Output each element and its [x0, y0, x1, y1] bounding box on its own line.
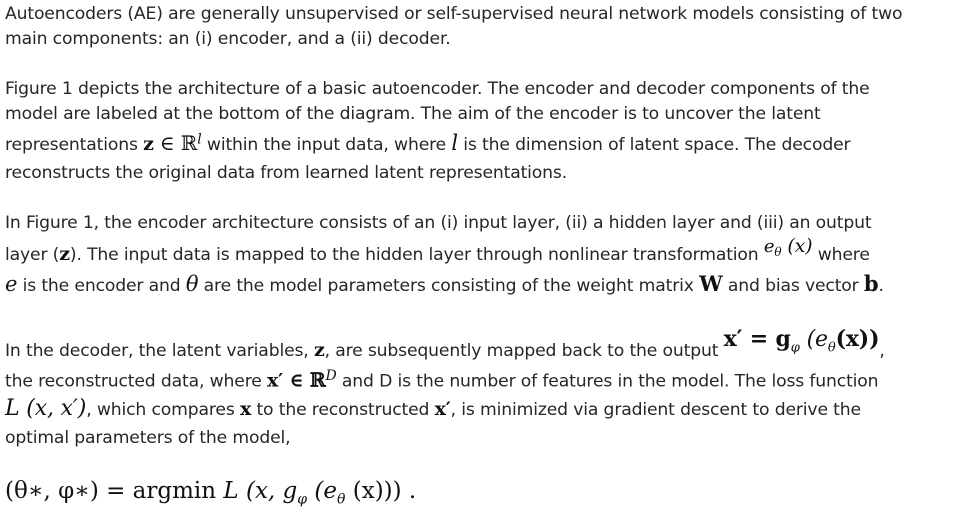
text-line: model are labeled at the bottom of the d… [5, 104, 821, 124]
math-e: e [5, 272, 18, 296]
math-x: x [239, 398, 252, 420]
math-b: b [863, 271, 879, 296]
math-z: z [313, 339, 325, 361]
text-line: Figure 1 depicts the architecture of a b… [5, 79, 870, 99]
text-line: optimal parameters of the model, [5, 428, 291, 448]
paragraph-decoder: In the decoder, the latent variables, z,… [5, 320, 945, 455]
math-in-reals: ∈ ℝ [153, 131, 198, 155]
paragraph-intro: Autoencoders (AE) are generally unsuperv… [5, 4, 945, 54]
text-line: the reconstructed data, where x′ ∈ ℝD an… [5, 368, 879, 392]
math-z: z [143, 133, 154, 155]
math-z: z [59, 243, 70, 265]
paragraph-encoder: In Figure 1, the encoder architecture co… [5, 213, 945, 303]
math-loss: L (x, x′) [5, 396, 87, 421]
equation-argmin: (θ∗, φ∗) = argmin L (x, gφ (eθ (x))) . [5, 478, 417, 508]
text-line: layer (z). The input data is mapped to t… [5, 235, 870, 265]
text-line: reconstructs the original data from lear… [5, 163, 568, 183]
text-line: In the decoder, the latent variables, z,… [5, 326, 885, 361]
math-sup-D: D [325, 368, 337, 384]
text-line: In Figure 1, the encoder architecture co… [5, 213, 872, 233]
equation-rhs: L (x, g [223, 478, 298, 504]
math-theta-sub: θ [774, 245, 782, 260]
math-e: e [763, 236, 775, 257]
math-W: W [699, 271, 723, 296]
math-output-eq: x′ = gφ (eθ(x)) [723, 326, 880, 356]
paragraph-architecture: Figure 1 depicts the architecture of a b… [5, 79, 945, 189]
text-line: representations z ∈ ℝl within the input … [5, 131, 851, 155]
math-xprime: x′ [434, 398, 451, 420]
math-xprime-in-reals: x′ ∈ ℝ [266, 369, 326, 392]
text-line: main components: an (i) encoder, and a (… [5, 29, 451, 49]
math-sup-l: l [197, 131, 202, 148]
text-line: L (x, x′), which compares x to the recon… [5, 396, 861, 421]
math-x: (x) [781, 235, 813, 257]
math-theta: θ [185, 272, 199, 296]
text-line: Autoencoders (AE) are generally unsuperv… [5, 4, 903, 24]
math-l: l [451, 131, 458, 155]
text-line: e is the encoder and θ are the model par… [5, 271, 884, 296]
equation-lhs: (θ∗, φ∗) = argmin [5, 478, 224, 504]
